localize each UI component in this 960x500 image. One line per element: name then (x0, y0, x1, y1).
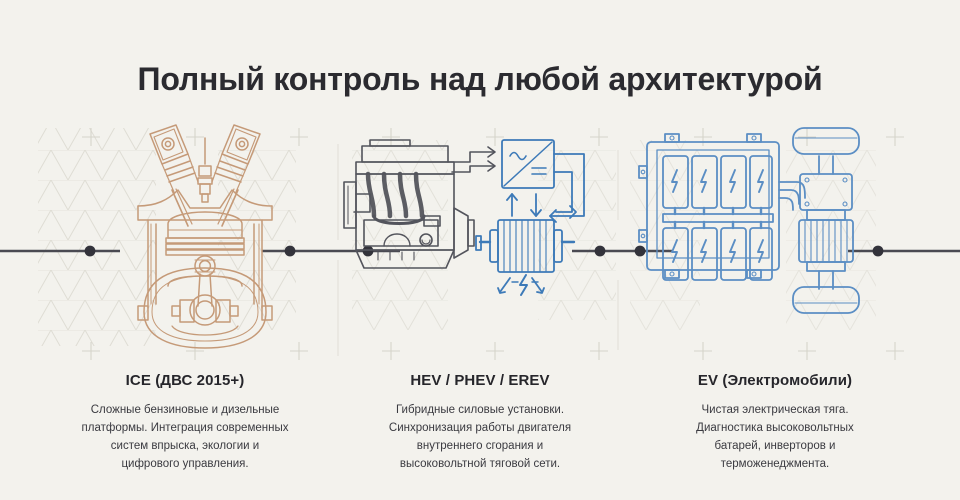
cylinder-head (137, 189, 273, 309)
energy-flow-arrows (447, 146, 496, 173)
caption-line: платформы. Интеграция современных (81, 422, 289, 434)
dc-symbol (531, 167, 547, 175)
caption-body-ev: Чистая электрическая тяга. Диагностика в… (625, 401, 925, 473)
hv-cable-bundle (778, 181, 806, 211)
right-piston (211, 124, 261, 227)
battery-pack-motor-icon (638, 127, 860, 314)
caption-line: Сложные бензиновые и дизельные (90, 404, 280, 416)
v-twin-engine-icon (137, 124, 273, 349)
battery-cell-row-top (662, 155, 773, 209)
illustration-ice (55, 120, 355, 370)
electrical-spark-motif (497, 274, 545, 296)
piston-crown (165, 211, 245, 256)
drive-gearbox (799, 173, 853, 211)
power-direction-arrows (506, 193, 542, 217)
busbar (662, 206, 774, 230)
crankshaft (171, 294, 239, 336)
combustion-engine-block (343, 139, 475, 269)
hybrid-powertrain-icon (343, 139, 585, 296)
spark-plug (197, 137, 213, 203)
caption-ev: EV (Электромобили) Чистая электрическая … (625, 372, 925, 473)
page-title: Полный контроль над любой архитектурой (137, 61, 823, 98)
caption-line: Гибридные силовые установки. (395, 404, 565, 416)
caption-line: систем впрыска, экологии и (110, 440, 260, 452)
battery-pack-enclosure (638, 133, 780, 279)
wrist-pin (194, 255, 216, 277)
caption-line: Чистая электрическая тяга. (701, 404, 849, 416)
caption-title-hev: HEV / PHEV / EREV (410, 372, 550, 389)
caption-line: цифрового управления. (121, 458, 249, 470)
inverter-module (501, 139, 555, 189)
timeline-connector (0, 245, 960, 257)
caption-title-ev: EV (Электромобили) (697, 372, 853, 389)
crankcase (137, 267, 273, 349)
illustration-hev (330, 120, 630, 370)
connecting-rod (197, 273, 213, 307)
caption-line: Диагностика высоковольтных (696, 422, 854, 434)
timeline-dots (84, 245, 884, 257)
caption-body-hev: Гибридные силовые установки. Синхронизац… (335, 401, 625, 473)
traction-motor (798, 209, 854, 272)
caption-ice: ICE (ДВС 2015+) Сложные бензиновые и диз… (30, 372, 340, 473)
wheel-and-axle-assembly (792, 127, 860, 314)
caption-line: внутреннего сгорания и (416, 440, 544, 452)
battery-cell-row-bottom (662, 227, 773, 281)
caption-line: высоковольтной тяговой сети. (399, 458, 561, 470)
illustration-ev (620, 120, 920, 370)
electric-motor (475, 219, 576, 273)
caption-line: терможенеджмента. (720, 458, 830, 470)
caption-line: Синхронизация работы двигателя (388, 422, 572, 434)
left-piston (149, 124, 199, 227)
caption-line: батарей, инверторов и (714, 440, 836, 452)
caption-hev: HEV / PHEV / EREV Гибридные силовые уста… (335, 372, 625, 473)
caption-body-ice: Сложные бензиновые и дизельные платформы… (30, 401, 340, 473)
lightning-bolt-icon (671, 239, 764, 263)
caption-title-ice: ICE (ДВС 2015+) (125, 372, 245, 389)
high-voltage-harness (549, 153, 585, 223)
ac-sine-symbol (509, 151, 527, 161)
lightning-bolt-icon (671, 169, 764, 193)
